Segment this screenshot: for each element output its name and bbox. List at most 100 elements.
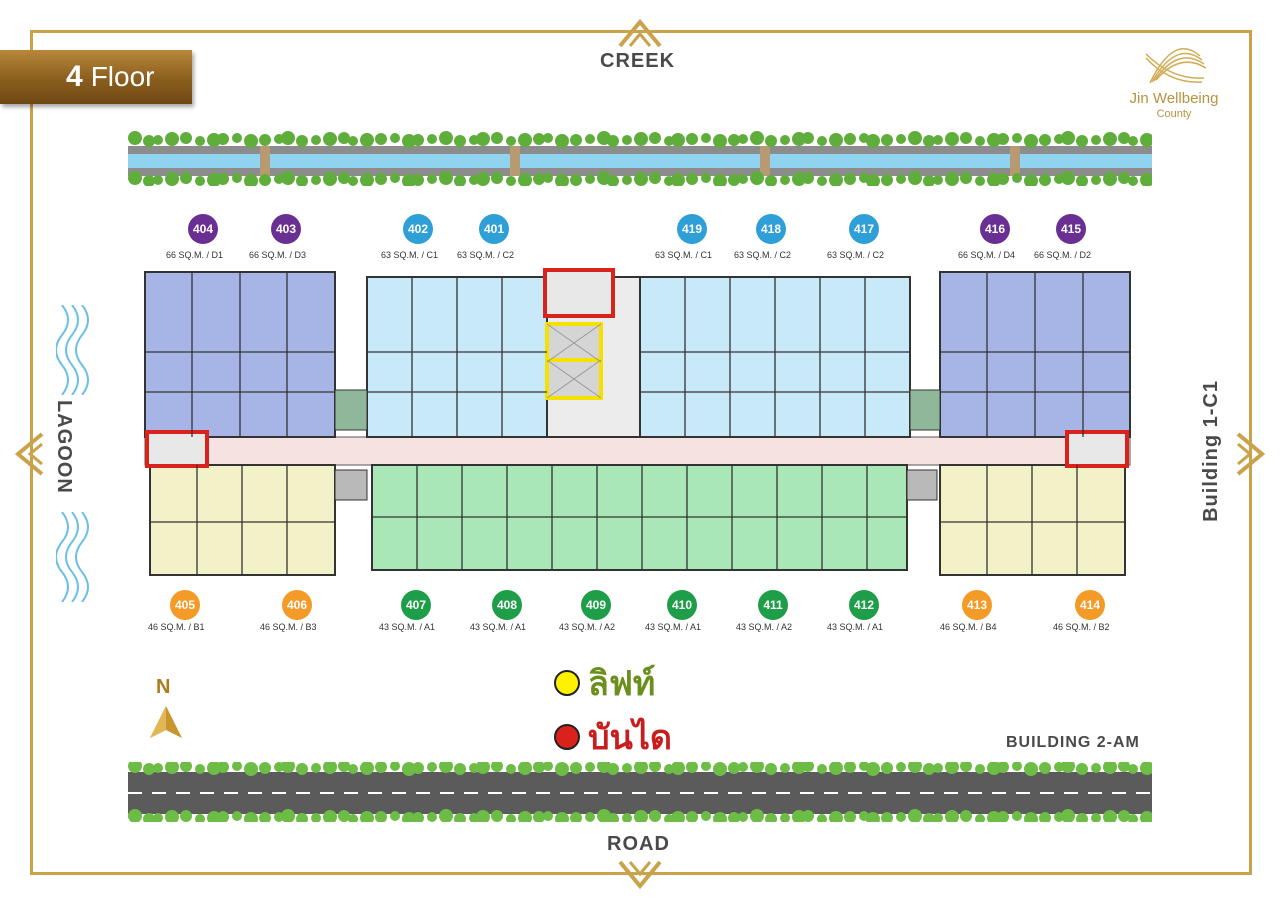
- tree-icon: [491, 762, 503, 772]
- tree-icon: [649, 132, 661, 144]
- tree-icon: [1061, 131, 1075, 145]
- tree-icon: [1128, 136, 1138, 146]
- tree-icon: [738, 762, 748, 772]
- stair-dot-icon: [554, 724, 580, 750]
- tree-icon: [1118, 172, 1130, 184]
- tree-icon: [1039, 762, 1051, 774]
- tree-icon: [945, 132, 959, 146]
- tree-icon: [671, 811, 685, 822]
- tree-icon: [1091, 135, 1101, 145]
- unit-badge-415: 415: [1056, 214, 1086, 244]
- logo-mark-icon: [1145, 48, 1207, 84]
- tree-icon: [1039, 174, 1051, 186]
- north-arrow-icon: [150, 706, 182, 738]
- floor-label: Floor: [90, 61, 155, 92]
- tree-icon: [1140, 133, 1152, 147]
- tree-icon: [1140, 173, 1152, 186]
- tree-icon: [923, 813, 935, 822]
- tree-icon: [143, 175, 155, 186]
- unit-area-418: 63 SQ.M. / C2: [734, 250, 792, 260]
- tree-icon: [792, 172, 806, 186]
- logo-name: Jin Wellbeing: [1129, 90, 1219, 107]
- floor-number: 4: [66, 60, 83, 93]
- tree-icon: [844, 173, 856, 185]
- tree-icon: [607, 175, 619, 186]
- creek-strip: [128, 131, 1152, 186]
- tree-icon: [128, 171, 142, 185]
- tree-icon: [491, 172, 503, 184]
- tree-icon: [780, 175, 790, 185]
- tree-icon: [570, 134, 582, 146]
- tree-icon: [866, 174, 880, 186]
- stair-core: [543, 268, 615, 318]
- lagoon-waves-bottom-icon: [56, 512, 89, 602]
- tree-icon: [728, 812, 740, 822]
- tree-icon: [585, 812, 595, 822]
- tree-icon: [1039, 134, 1051, 146]
- tree-icon: [881, 174, 893, 186]
- unit-badge-404: 404: [188, 214, 218, 244]
- tree-icon: [412, 812, 424, 822]
- tree-icon: [1128, 764, 1138, 774]
- tree-icon: [750, 131, 764, 145]
- tree-icon: [338, 762, 350, 772]
- tree-icon: [738, 174, 748, 184]
- tree-icon: [323, 762, 337, 774]
- tree-icon: [701, 173, 711, 183]
- tree-icon: [844, 133, 856, 145]
- tree-icon: [1012, 811, 1022, 821]
- tree-icon: [506, 176, 516, 186]
- tree-icon: [476, 132, 490, 146]
- tree-icon: [338, 132, 350, 144]
- tree-icon: [518, 811, 532, 822]
- tree-icon: [543, 173, 553, 183]
- tree-icon: [649, 810, 661, 822]
- tree-icon: [244, 134, 258, 148]
- tree-icon: [686, 811, 698, 822]
- tree-icon: [750, 762, 764, 773]
- tree-icon: [908, 131, 922, 145]
- tree-icon: [390, 133, 400, 143]
- tree-icon: [180, 172, 192, 184]
- tree-icon: [1118, 762, 1130, 772]
- unit-area-403: 66 SQ.M. / D3: [249, 250, 307, 260]
- logo: Jin Wellbeing County: [1110, 38, 1238, 128]
- tree-icon: [881, 812, 893, 822]
- tree-icon: [439, 171, 453, 185]
- unit-badge-406: 406: [282, 590, 312, 620]
- tree-icon: [338, 810, 350, 822]
- tree-icon: [454, 135, 466, 147]
- tree-icon: [881, 762, 893, 774]
- tree-icon: [817, 764, 827, 774]
- stair-east: [1065, 430, 1129, 468]
- tree-icon: [360, 762, 374, 775]
- unit-badge-403: 403: [271, 214, 301, 244]
- tree-icon: [1128, 176, 1138, 186]
- unit-area-409: 43 SQ.M. / A2: [559, 622, 616, 632]
- tree-icon: [585, 134, 595, 144]
- tree-icon: [402, 174, 416, 186]
- tree-icon: [975, 764, 985, 774]
- unit-badge-410: 410: [667, 590, 697, 620]
- tree-icon: [543, 133, 553, 143]
- tree-icon: [1118, 810, 1130, 822]
- unit-area-407: 43 SQ.M. / A1: [379, 622, 436, 632]
- tree-icon: [933, 175, 943, 185]
- tree-icon: [960, 762, 972, 772]
- tree-icon: [207, 133, 221, 147]
- tree-icon: [1103, 762, 1117, 774]
- tree-icon: [634, 810, 648, 822]
- tree-icon: [195, 814, 205, 822]
- tree-icon: [923, 135, 935, 147]
- tree-icon: [281, 131, 295, 145]
- tree-icon: [933, 763, 943, 773]
- tree-icon: [1076, 763, 1088, 775]
- tree-icon: [323, 172, 337, 186]
- tree-icon: [390, 173, 400, 183]
- tree-icon: [375, 173, 387, 185]
- tree-icon: [908, 171, 922, 185]
- tree-icon: [348, 764, 358, 774]
- tree-icon: [585, 174, 595, 184]
- north-arrow: N: [148, 676, 184, 742]
- tree-icon: [259, 762, 271, 774]
